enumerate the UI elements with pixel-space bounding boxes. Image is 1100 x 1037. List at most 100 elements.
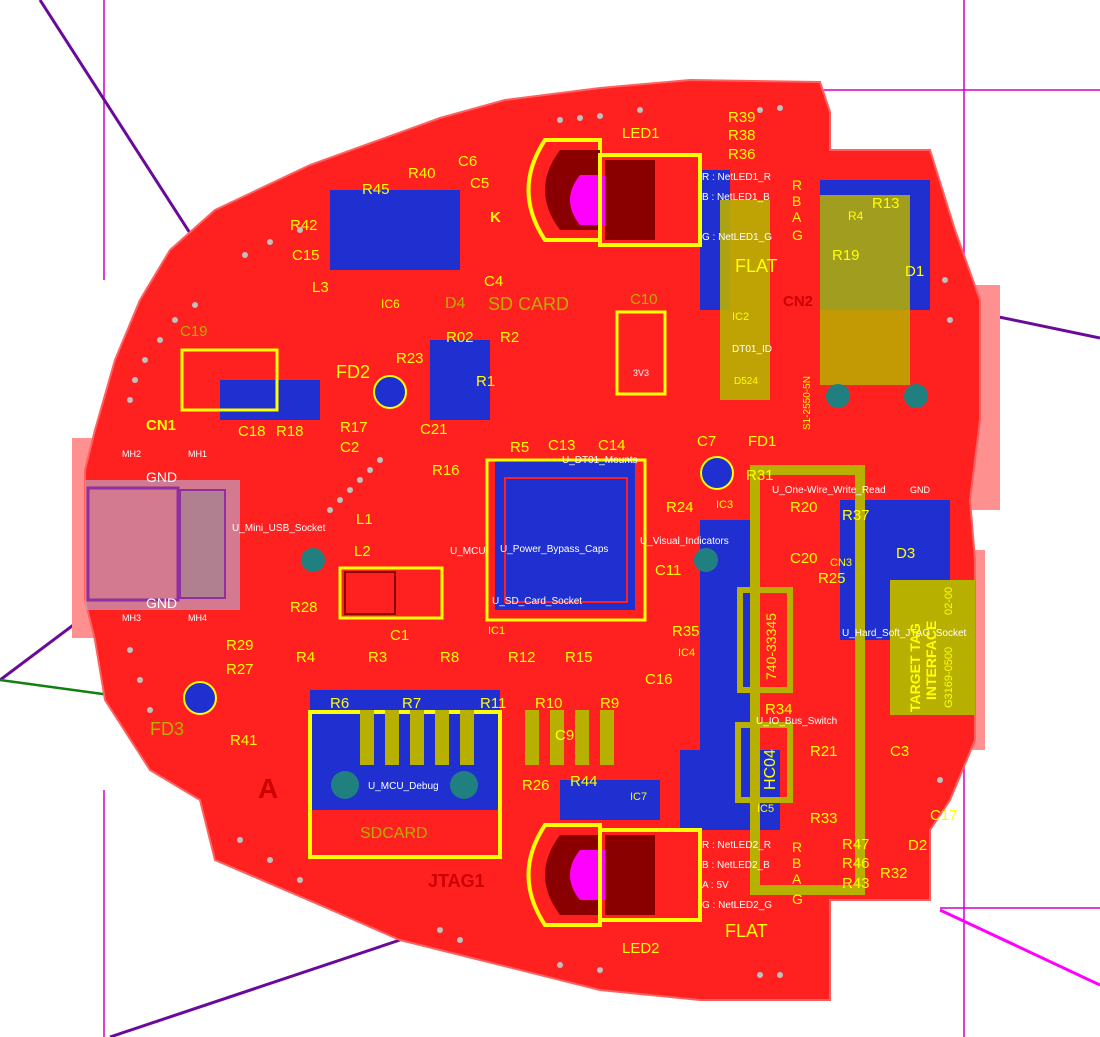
label-R13: R13: [872, 195, 900, 212]
label-R10: R10: [535, 695, 563, 712]
label-FD2: FD2: [336, 362, 370, 382]
label-C16: C16: [645, 671, 673, 688]
label-R21: R21: [810, 743, 838, 760]
designator-labels: R39 R38 R36 LED1 LED2 R45 R40 C6 C5 R42 …: [146, 109, 958, 957]
label-IC4: IC4: [678, 647, 695, 659]
jtag-header[interactable]: [308, 710, 502, 859]
label-R3: R3: [368, 649, 387, 666]
label-K1: K: [490, 209, 501, 226]
led-net-b2: B : NetLED2_B: [702, 860, 770, 871]
label-R23: R23: [396, 350, 424, 367]
connector-jtag-socket[interactable]: [750, 465, 975, 895]
label-D3: D3: [896, 545, 915, 562]
mh3-label: MH3: [122, 613, 141, 623]
room-debug: U_MCU_Debug: [368, 781, 439, 792]
label-R8: R8: [440, 649, 459, 666]
led-net-r2: R : NetLED2_R: [702, 840, 771, 851]
label-IC5: IC5: [757, 803, 774, 815]
label-C10: C10: [630, 291, 658, 308]
label-R31: R31: [746, 467, 774, 484]
label-R41: R41: [230, 732, 258, 749]
label-R25: R25: [818, 570, 846, 587]
label-CN3: CN3: [830, 557, 852, 569]
part740-label: 740-33345: [763, 613, 779, 680]
label-R42: R42: [290, 217, 318, 234]
mh1-label: MH1: [188, 449, 207, 459]
gnd-label-3: GND: [910, 485, 931, 495]
led-net-g2: G : NetLED2_G: [702, 900, 772, 911]
label-R33: R33: [810, 810, 838, 827]
label-R1: R1: [476, 373, 495, 390]
label-L3: L3: [312, 279, 329, 296]
label-R16: R16: [432, 462, 460, 479]
label-sdcard: SD CARD: [488, 294, 569, 314]
label-R32: R32: [880, 865, 908, 882]
label-C9: C9: [555, 727, 574, 744]
label-R43: R43: [842, 875, 870, 892]
label-C11: C11: [655, 562, 681, 579]
led-bottom-body[interactable]: [526, 823, 702, 927]
sdcard-label-2: SDCARD: [360, 825, 428, 842]
label-R37: R37: [842, 507, 870, 524]
mcu-footprint[interactable]: [485, 458, 647, 622]
label-A: A: [258, 773, 278, 804]
label-R29: R29: [226, 637, 254, 654]
room-visual: U_Visual_Indicators: [640, 536, 729, 547]
label-R38: R38: [728, 127, 756, 144]
label-C1: C1: [390, 627, 409, 644]
label-R44: R44: [570, 773, 598, 790]
label-C19: C19: [180, 323, 208, 340]
led-net-b1: B : NetLED1_B: [702, 192, 770, 203]
pin-g1: G: [792, 227, 803, 243]
led-top-body[interactable]: [526, 138, 702, 247]
d524-label: D524: [734, 376, 758, 387]
mini-usb-socket[interactable]: [85, 480, 240, 610]
connector-cn2[interactable]: [720, 195, 910, 400]
label-IC2: IC2: [732, 311, 749, 323]
label-IC3: IC3: [716, 499, 733, 511]
label-R02: R02: [446, 329, 474, 346]
resistor-array: [360, 587, 793, 803]
gnd-label-2: GND: [146, 595, 177, 611]
label-R39: R39: [728, 109, 756, 126]
target-line3: G3169-0500: [943, 647, 955, 708]
sd-card-slot[interactable]: [180, 310, 667, 620]
label-C18: C18: [238, 423, 266, 440]
label-R28: R28: [290, 599, 318, 616]
label-R2: R2: [500, 329, 519, 346]
label-JTAG1: JTAG1: [428, 871, 485, 891]
label-C20: C20: [790, 550, 818, 567]
room-mcu: U_MCU: [450, 546, 486, 557]
label-C21: C21: [420, 421, 448, 438]
label-L1: L1: [356, 511, 373, 528]
dt01-id-label: DT01_ID: [732, 344, 772, 355]
mounting-holes[interactable]: [183, 375, 928, 715]
label-R9: R9: [600, 695, 619, 712]
label-LED1: LED1: [622, 125, 660, 142]
misc-texts: GND GND GND MH1 MH2 MH3 MH4 DT01_ID D524…: [122, 172, 955, 911]
label-R27: R27: [226, 661, 254, 678]
led-net-a2: A : 5V: [702, 880, 729, 891]
pin-b1: B: [792, 193, 801, 209]
label-R26: R26: [522, 777, 550, 794]
label-IC1: IC1: [488, 625, 505, 637]
label-R35: R35: [672, 623, 700, 640]
label-R18: R18: [276, 423, 304, 440]
label-FD3: FD3: [150, 719, 184, 739]
label-IC6: IC6: [381, 297, 400, 311]
label-R46: R46: [842, 855, 870, 872]
gnd-label-1: GND: [146, 469, 177, 485]
label-C3: C3: [890, 743, 909, 760]
label-D1: D1: [905, 263, 924, 280]
pin-g2: G: [792, 891, 803, 907]
label-R34: R34: [765, 701, 793, 718]
label-C2: C2: [340, 439, 359, 456]
label-FD1: FD1: [748, 433, 776, 450]
room-power: U_Power_Bypass_Caps: [500, 544, 608, 555]
room-mini-usb: U_Mini_USB_Socket: [232, 523, 326, 534]
pin-a1: A: [792, 209, 802, 225]
edge-vias: [127, 105, 953, 978]
label-CN1: CN1: [146, 417, 176, 434]
label-L2: L2: [354, 543, 371, 560]
